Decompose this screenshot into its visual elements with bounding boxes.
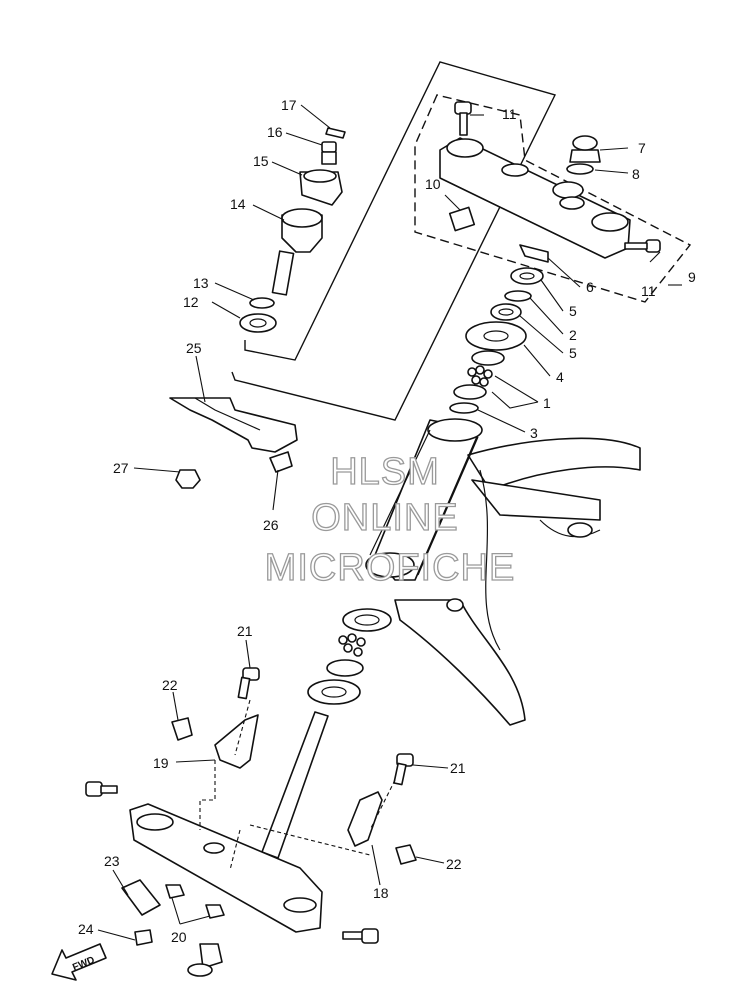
callout-25: 25: [186, 340, 202, 356]
callout-18: 18: [373, 885, 389, 901]
bolt-11-lower: [624, 239, 661, 253]
callout-12: 12: [183, 294, 199, 310]
lower-bracket: [129, 803, 323, 933]
washer-8: [566, 163, 594, 175]
stay-18: [347, 791, 383, 847]
callout-4: 4: [556, 369, 564, 385]
callout-27: 27: [113, 460, 129, 476]
callout-3: 3: [530, 425, 538, 441]
nut-27: [175, 469, 201, 489]
bolt-lower-left: [85, 781, 118, 797]
fwd-arrow-icon: FWD: [51, 943, 107, 981]
callout-26: 26: [263, 517, 279, 533]
bolt-17: [325, 127, 346, 139]
callout-1: 1: [543, 395, 551, 411]
bearing-race-1: [471, 350, 505, 366]
lower-bearing-balls: [338, 633, 366, 657]
clip-23: [121, 879, 161, 916]
lock-washer-6: [519, 244, 549, 263]
watermark-line-1: HLSM: [330, 451, 440, 493]
washer-13: [249, 297, 275, 309]
lower-holder-14: [271, 208, 323, 296]
clip-22-lower: [395, 844, 417, 865]
callout-14: 14: [230, 196, 246, 212]
stay-19: [214, 714, 259, 769]
callout-5-lower: 5: [569, 345, 577, 361]
callout-11-upper: 11: [502, 106, 517, 122]
steering-stem: [261, 711, 329, 859]
bolt-16: [321, 141, 337, 165]
callout-23: 23: [104, 853, 120, 869]
callout-8: 8: [632, 166, 640, 182]
callout-6: 6: [586, 279, 594, 295]
cap-nut-7: [569, 135, 601, 163]
upper-holder-15: [299, 169, 343, 206]
callout-22-lower: 22: [446, 856, 462, 872]
callout-11-lower: 11: [641, 283, 656, 299]
frame-head-pipe: [365, 418, 641, 726]
callout-19: 19: [153, 755, 169, 771]
upper-bracket: [439, 137, 631, 259]
bearing-balls: [467, 365, 493, 387]
bearing-race-lower: [453, 384, 487, 400]
callout-24: 24: [78, 921, 94, 937]
damper-12: [239, 313, 277, 333]
callout-10: 10: [425, 176, 441, 192]
upper-bracket-dashed-frame: [414, 94, 692, 303]
bolt-11-upper: [454, 101, 472, 136]
watermark-line-3: MICROFICHE: [265, 547, 516, 589]
ball-race-3: [449, 402, 479, 414]
callout-7: 7: [638, 140, 646, 156]
bolt-24: [134, 929, 153, 946]
ring-nut-5-upper: [510, 267, 544, 285]
bolt-21-upper: [237, 667, 260, 700]
callout-21-lower: 21: [450, 760, 466, 776]
callout-9: 9: [688, 269, 696, 285]
dust-seal-4: [465, 321, 527, 351]
callout-15: 15: [253, 153, 269, 169]
washer-2: [504, 290, 532, 302]
lower-seal: [307, 679, 361, 705]
upper-assembly-frame: [231, 61, 556, 421]
callout-5-upper: 5: [569, 303, 577, 319]
nut-lower: [187, 943, 223, 977]
bolt-21-lower: [393, 753, 414, 786]
lower-race-2: [326, 659, 364, 677]
callout-2: 2: [569, 327, 577, 343]
callout-21-upper: 21: [237, 623, 253, 639]
clip-22-upper: [171, 717, 193, 741]
callout-17: 17: [281, 97, 297, 113]
clip-26: [269, 451, 293, 473]
callout-20: 20: [171, 929, 187, 945]
ring-nut-5-lower: [490, 303, 522, 321]
nut-20-a: [165, 884, 185, 899]
label-10: [448, 206, 476, 232]
callout-22-upper: 22: [162, 677, 178, 693]
nut-20-b: [205, 904, 225, 919]
callout-13: 13: [193, 275, 209, 291]
bolt-lower-right: [342, 928, 379, 944]
bracket-25: [169, 397, 298, 453]
lower-race: [342, 608, 392, 632]
watermark-line-2: ONLINE: [311, 497, 458, 539]
callout-16: 16: [267, 124, 283, 140]
